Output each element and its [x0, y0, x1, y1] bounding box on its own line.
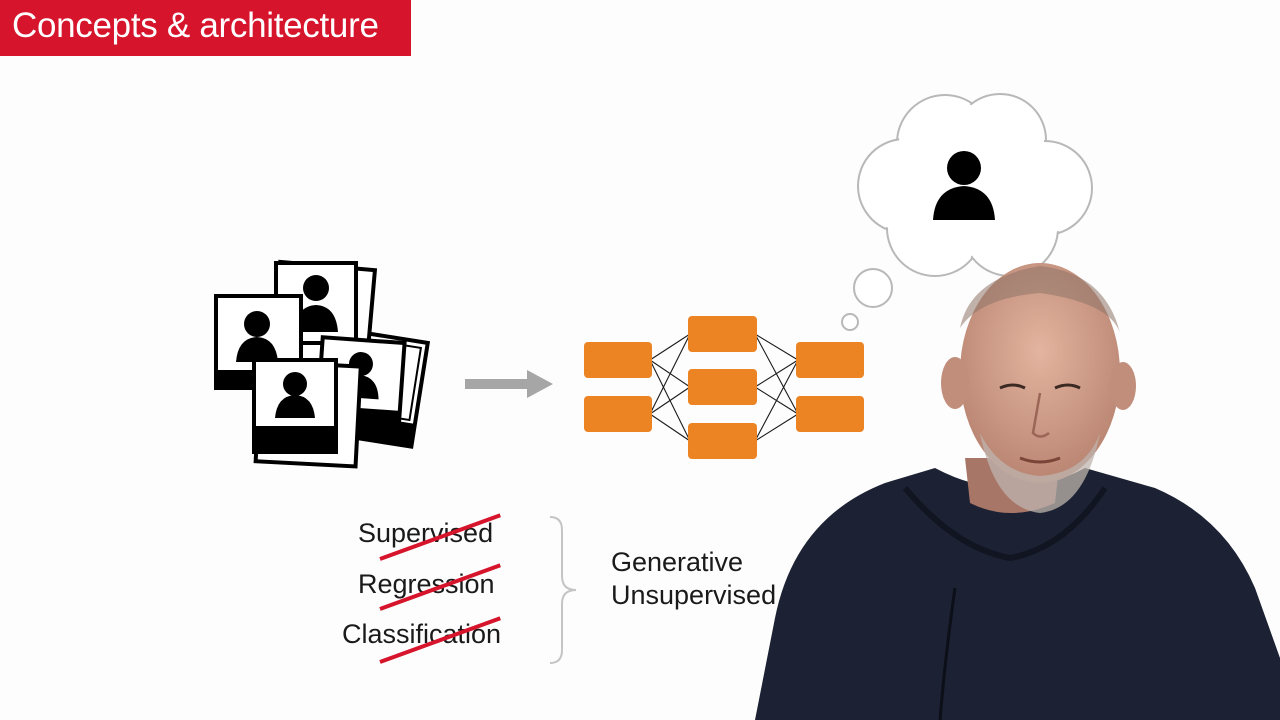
output-node — [796, 396, 864, 432]
hidden-node — [688, 369, 757, 405]
output-node — [796, 342, 864, 378]
presenter-video — [755, 263, 1280, 720]
result-terms: Generative Unsupervised — [611, 546, 776, 612]
photo-stack-icon — [214, 259, 431, 469]
input-node — [584, 342, 652, 378]
hidden-node — [688, 316, 757, 352]
hidden-node — [688, 423, 757, 459]
curly-brace — [549, 516, 577, 664]
term-unsupervised: Unsupervised — [611, 580, 777, 610]
network-edges — [649, 333, 799, 442]
thought-bubble-person-icon — [841, 93, 1093, 331]
input-node — [584, 396, 652, 432]
arrow-right-icon — [465, 370, 553, 398]
slide-title: Concepts & architecture — [0, 0, 411, 56]
neural-network-icon — [584, 316, 864, 459]
term-generative: Generative — [611, 547, 744, 577]
